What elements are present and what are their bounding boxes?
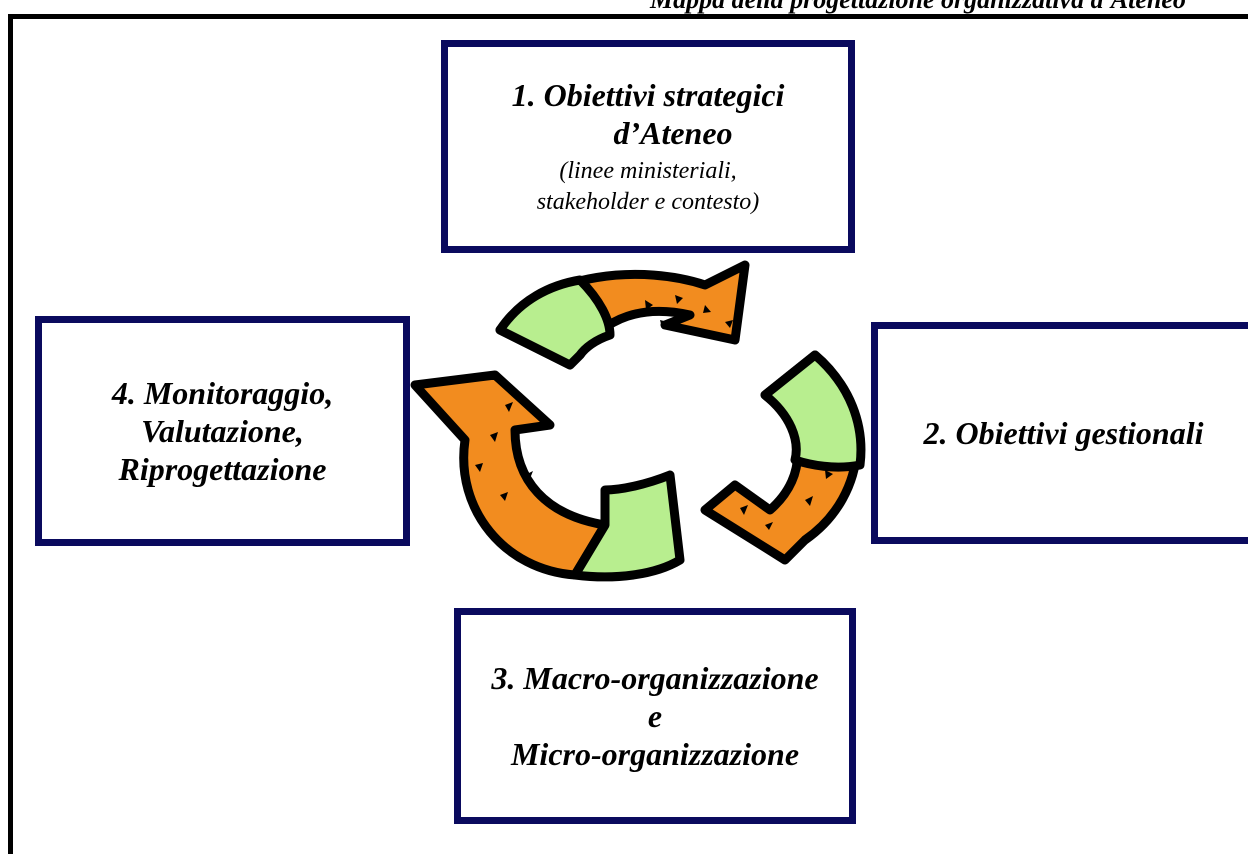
step-3-line3: Micro-organizzazione bbox=[510, 736, 800, 772]
step-1-subtitle-line1: (linee ministeriali, bbox=[559, 157, 737, 184]
step-3-box: 3. Macro-organizzazione e Micro-organizz… bbox=[454, 608, 856, 824]
recycle-arrow-right bbox=[700, 350, 866, 565]
step-3-line1: 3. Macro-organizzazione bbox=[491, 660, 819, 696]
step-3-line2: e bbox=[647, 698, 663, 734]
step-1-title-line2: d’Ateneo bbox=[613, 114, 733, 151]
step-4-line1: 4. Monitoraggio, bbox=[111, 375, 334, 411]
recycle-icon bbox=[410, 260, 866, 582]
step-4-box: 4. Monitoraggio, Valutazione, Riprogetta… bbox=[35, 316, 410, 546]
diagram-frame bbox=[8, 14, 1248, 854]
step-2-box: 2. Obiettivi gestionali bbox=[871, 322, 1248, 544]
step-1-title-line1: 1. Obiettivi strategici bbox=[511, 76, 785, 113]
step-1-subtitle-line2: stakeholder e contesto) bbox=[536, 188, 760, 215]
page-title: Mappa della progettazione organizzativa … bbox=[650, 0, 1248, 14]
recycle-speckles bbox=[475, 295, 833, 530]
recycle-arrow-left bbox=[410, 370, 685, 582]
step-4-line3: Riprogettazione bbox=[118, 451, 327, 487]
step-1-box: 1. Obiettivi strategici d’Ateneo (linee … bbox=[441, 40, 855, 253]
step-4-line2: Valutazione, bbox=[141, 413, 304, 449]
recycle-arrow-top bbox=[495, 260, 750, 370]
step-2-title: 2. Obiettivi gestionali bbox=[923, 415, 1204, 451]
